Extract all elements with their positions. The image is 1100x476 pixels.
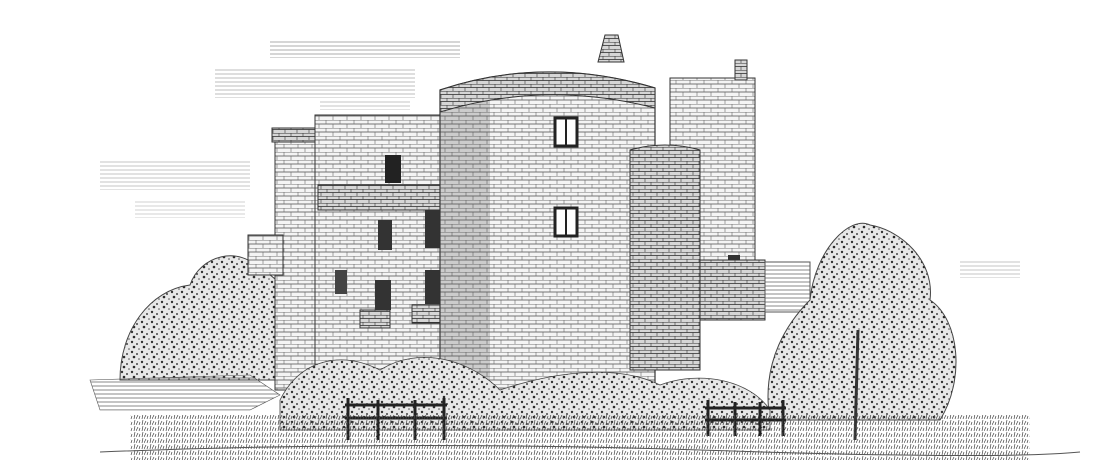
main-building — [314, 114, 461, 386]
ground — [89, 374, 1081, 460]
round-tower — [439, 34, 656, 401]
shrubs — [279, 357, 771, 431]
right-trees — [767, 222, 957, 421]
turret — [629, 144, 701, 371]
clouds — [100, 40, 1020, 278]
